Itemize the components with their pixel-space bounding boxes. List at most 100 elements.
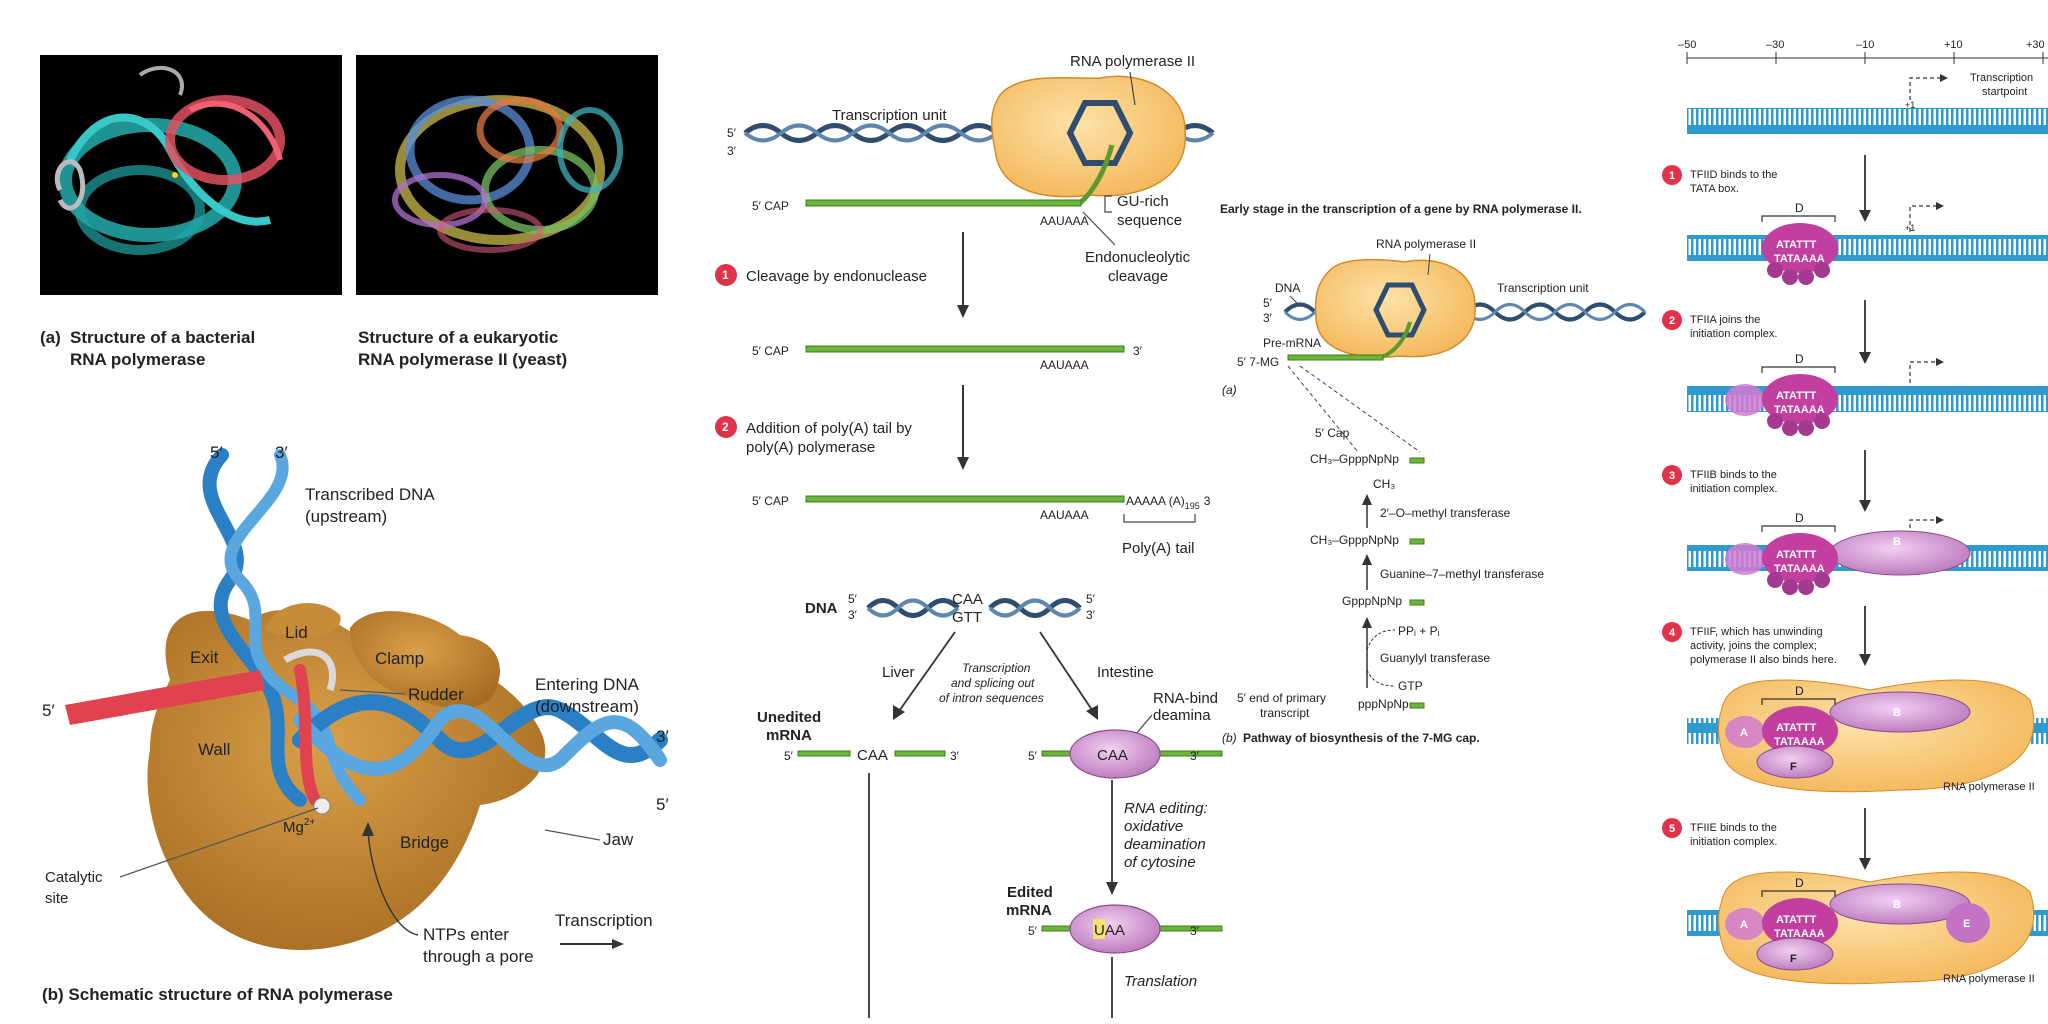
downstream-dna-helix [292, 694, 668, 776]
eukaryotic-caption-line2: RNA polymerase II (yeast) [358, 350, 567, 369]
gu-rich-label-line1: GU-rich [1117, 193, 1169, 210]
assembly-step4-badge [1662, 622, 1682, 642]
capping-panel-b-label: (b) [1222, 731, 1237, 745]
row3-tata-top: ATATTT [1776, 390, 1817, 402]
transcription-direction-label: Transcription [555, 911, 653, 930]
startpoint-label-line1: Transcription [1970, 72, 2033, 84]
tfiie-complex-row6 [1718, 871, 2035, 985]
unedited-label-line2: mRNA [766, 727, 812, 744]
clamp-label: Clamp [375, 649, 424, 668]
ntps-label-line2: through a pore [423, 947, 534, 966]
capping-title: Early stage in the transcription of a ge… [1220, 202, 1582, 216]
editing-3prime-right: 3′ [1086, 608, 1096, 622]
capping-caption: Pathway of biosynthesis of the 7-MG cap. [1243, 731, 1480, 745]
processing-active-site [1066, 100, 1134, 166]
cap-ch3: CH₃ [1373, 477, 1395, 491]
editing-5prime-left: 5′ [848, 592, 858, 606]
editing-rna-5prime: 5′ [1028, 749, 1038, 763]
processing-5prime: 5′ [727, 126, 737, 140]
row4-d-label: D [1795, 511, 1804, 525]
assembly-step3-line1: TFIIB binds to the [1690, 469, 1777, 481]
assembly-step1-number: 1 [1669, 170, 1675, 182]
step2-badge [715, 416, 737, 438]
cap-molecule-4: pppNpNp [1358, 697, 1409, 711]
capping-rna-pol-label: RNA polymerase II [1376, 237, 1476, 251]
edited-rna-3prime: 3′ [1190, 924, 1200, 938]
tfiif-complex-row5 [1718, 679, 2035, 793]
exit-label: Exit [190, 648, 219, 667]
row6-tata-top: ATATTT [1776, 914, 1817, 926]
step2-label-line1: Addition of poly(A) tail by [746, 420, 912, 437]
mg-label: Mg2+ [283, 817, 315, 836]
assembly-step2-line1: TFIIA joins the [1690, 314, 1760, 326]
catalytic-site-label-line1: Catalytic [45, 869, 103, 886]
bacterial-caption-line1: Structure of a bacterial [70, 328, 255, 347]
step1-badge [715, 264, 737, 286]
editing-label-line3: deamination [1124, 836, 1206, 853]
jaw-label: Jaw [603, 830, 634, 849]
step1-label: Cleavage by endonuclease [746, 268, 927, 285]
edited-label-line1: Edited [1007, 884, 1053, 901]
editing-rna-3prime: 3′ [1190, 749, 1200, 763]
bridge-label: Bridge [400, 833, 449, 852]
dna-caa: CAA [952, 591, 983, 608]
row2-plus1: +1 [1905, 223, 1915, 233]
downstream-3prime-label: 3′ [656, 727, 669, 746]
capping-unit-label: Transcription unit [1497, 281, 1589, 295]
dna-row-1 [1687, 108, 2048, 134]
assembly-step3-line2: initiation complex. [1690, 483, 1777, 495]
bacterial-caption-line2: RNA polymerase [70, 350, 205, 369]
tfiia-complex-row3 [1725, 374, 1838, 436]
processing-cap-2: 5′ CAP [752, 344, 789, 358]
edited-label-line2: mRNA [1006, 902, 1052, 919]
step2-label-line2: poly(A) polymerase [746, 439, 875, 456]
gu-rich-label-line2: sequence [1117, 212, 1182, 229]
step1-number: 1 [722, 268, 729, 282]
row2-tata-top: ATATTT [1776, 239, 1817, 251]
unedited-label-line1: Unedited [757, 709, 821, 726]
processing-mrna-1 [805, 199, 1082, 207]
rna-binding-label-line2: deamina [1153, 707, 1211, 724]
edited-rna-5prime: 5′ [1028, 924, 1038, 938]
translation-label: Translation [1124, 973, 1197, 990]
tick-minus-30: –30 [1766, 39, 1784, 51]
assembly-step4-line2: activity, joins the complex; [1690, 640, 1817, 652]
assembly-step5-number: 5 [1669, 823, 1675, 835]
capping-5prime: 5′ [1263, 296, 1273, 310]
step2-number: 2 [722, 420, 729, 434]
panel-b-caption: (b) Schematic structure of RNA polymeras… [42, 985, 393, 1004]
assembly-step4-number: 4 [1669, 627, 1676, 639]
editing-label-line4: of cytosine [1124, 854, 1196, 871]
rna-dna-hybrid [294, 664, 321, 806]
row6-d-label: D [1795, 876, 1804, 890]
rna-5prime-label: 5′ [42, 701, 55, 720]
rudder-loop [283, 648, 337, 692]
unedited-3prime: 3′ [950, 749, 960, 763]
entering-dna-label-line1: Entering DNA [535, 675, 640, 694]
editing-label-line1: RNA editing: [1124, 800, 1208, 817]
position-ruler [1686, 52, 2048, 64]
transcribed-dna-label-line2: (upstream) [305, 507, 387, 526]
row4-tata-bottom: TATAAAA [1774, 563, 1825, 575]
pre-mrna-label: Pre-mRNA [1263, 336, 1321, 350]
ntps-label-line1: NTPs enter [423, 925, 509, 944]
assembly-step2-number: 2 [1669, 315, 1675, 327]
assembly-step2-badge [1662, 310, 1682, 330]
row6-f-label: F [1790, 953, 1797, 965]
row6-b-label: B [1893, 899, 1901, 911]
edited-complex [1069, 904, 1161, 954]
tick-minus-50: –50 [1678, 39, 1696, 51]
primary-end-label-line2: transcript [1260, 706, 1310, 720]
processing-polymerase-shape [990, 75, 1186, 198]
upstream-5prime-label: 5′ [210, 443, 223, 462]
assembly-step3-number: 3 [1669, 470, 1675, 482]
endo-cleavage-label-line1: Endonucleolytic [1085, 249, 1191, 266]
editing-dna-label: DNA [805, 600, 838, 617]
capping-mrna [1287, 354, 1384, 361]
edited-base-highlight [1093, 919, 1105, 939]
upstream-3prime-label: 3′ [275, 443, 288, 462]
dna-row-2 [1687, 235, 2048, 261]
tfiib-complex-row4 [1725, 530, 1971, 595]
magnesium-ion [313, 797, 331, 815]
transcribed-dna-label-line1: Transcribed DNA [305, 485, 435, 504]
